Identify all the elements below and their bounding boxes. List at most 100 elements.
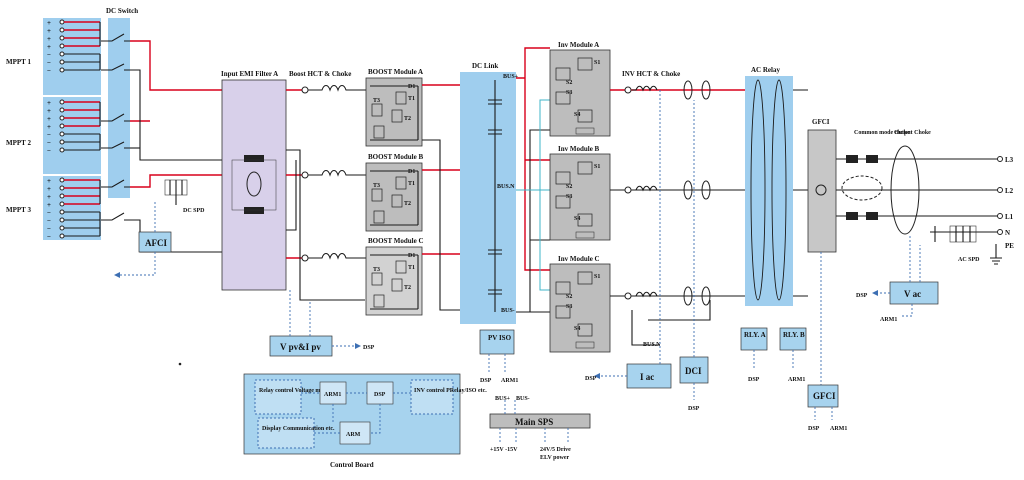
vac-arm1: ARM1 <box>880 317 897 323</box>
iac-box <box>626 363 672 389</box>
pv-iso-box <box>479 329 515 355</box>
dci-label: DCI <box>685 366 702 376</box>
hct-sensor <box>301 86 309 94</box>
dc-link-capacitors <box>488 99 502 295</box>
t1-label: T1 <box>408 181 415 187</box>
inv-hct-sensor <box>624 86 632 94</box>
sps-bus-plus: BUS+ <box>495 396 511 402</box>
minus-terminal-label: − <box>47 131 51 139</box>
dc-link-highlight <box>460 72 516 324</box>
t1-label: T1 <box>408 265 415 271</box>
boost-module-a: BOOST Module A <box>365 68 423 147</box>
cb-display-label: Display Communication etc. <box>262 426 335 432</box>
cb-arm1-label: ARM1 <box>324 392 341 398</box>
minus-terminal-label: − <box>47 67 51 75</box>
inv-switch <box>555 281 571 295</box>
plus-terminal-label: + <box>47 201 51 209</box>
gfci-dsp: DSP <box>808 426 820 432</box>
inv-switch <box>577 161 593 175</box>
input-terminal <box>59 99 65 105</box>
s2-label: S2 <box>566 184 572 190</box>
transistor-t2 <box>391 194 403 208</box>
cb-arm-label: ARM <box>346 432 361 438</box>
plus-terminal-label: + <box>47 27 51 35</box>
s1-label: S1 <box>594 60 600 66</box>
transistor-t1 <box>395 176 407 190</box>
transistor-t1 <box>395 260 407 274</box>
inv-switch <box>577 57 593 71</box>
dci-box <box>679 356 709 384</box>
plus-terminal-label: + <box>47 177 51 185</box>
input-terminal <box>59 51 65 57</box>
plus-terminal-label: + <box>47 99 51 107</box>
input-terminal <box>59 201 65 207</box>
s4-label: S4 <box>574 216 580 222</box>
dc-link-label: DC Link <box>472 62 498 70</box>
transistor-bottom <box>373 294 385 308</box>
l1-label: L1 <box>1005 213 1014 221</box>
s4-label: S4 <box>574 112 580 118</box>
inv-ntc <box>575 127 595 135</box>
s1-label: S1 <box>594 274 600 280</box>
boost-chokes <box>301 84 366 262</box>
s2-label: S2 <box>566 80 572 86</box>
input-terminal <box>59 123 65 129</box>
iac-dsp: DSP <box>585 376 597 382</box>
transistor-t3 <box>371 272 383 286</box>
inv-switch <box>577 323 593 337</box>
output-choke-label: Output Choke <box>894 130 931 136</box>
inv-module-c: Inv Module C <box>549 255 611 353</box>
iac-label: I ac <box>640 372 654 382</box>
inv-switch <box>577 213 593 227</box>
t3-label: T3 <box>373 98 380 104</box>
output-choke <box>890 145 920 235</box>
d1-label: D1 <box>408 253 415 259</box>
minus-terminal-label: − <box>47 217 51 225</box>
pv-inputs: MPPT 1 MPPT 2 MPPT 3 <box>6 18 101 240</box>
t2-label: T2 <box>404 116 411 122</box>
boost-c-label: BOOST Module C <box>368 237 424 245</box>
transistor-bottom <box>373 125 385 139</box>
switch-contact <box>101 141 130 149</box>
input-terminal <box>59 19 65 25</box>
mppt2-label: MPPT 2 <box>6 139 31 147</box>
main-sps-box <box>489 413 591 429</box>
transistor-t2 <box>391 278 403 292</box>
dc-spd: DC SPD <box>164 179 205 214</box>
plus-terminal-label: + <box>47 193 51 201</box>
current-sensor <box>701 180 711 200</box>
mppt3-label: MPPT 3 <box>6 206 31 214</box>
plus-terminal-label: + <box>47 43 51 51</box>
pv-iso-arm1: ARM1 <box>501 378 518 384</box>
inv-a-label: Inv Module A <box>558 41 599 49</box>
dc-capacitor <box>488 99 502 105</box>
inv-switch <box>555 305 571 319</box>
plus-terminal-label: + <box>47 115 51 123</box>
dc-switches <box>101 33 130 221</box>
switch-contact <box>101 33 130 42</box>
plus-terminal-label: + <box>47 19 51 27</box>
gfci-top-label: GFCI <box>812 118 830 126</box>
input-terminal <box>59 35 65 41</box>
t1-label: T1 <box>408 96 415 102</box>
minus-terminal-label: − <box>47 139 51 147</box>
cb-inv-label: INV control PRelay/ISO etc. <box>414 388 487 394</box>
ac-spd-label: AC SPD <box>958 257 980 263</box>
boost-module-b: BOOST Module B <box>365 153 423 232</box>
s3-label: S3 <box>566 304 572 310</box>
inv-hct-sensor <box>624 292 632 300</box>
rly-b-arm1: ARM1 <box>788 377 805 383</box>
sps-out2: 24V/5 Drive <box>540 447 571 453</box>
switch-contact <box>101 179 130 188</box>
boost-inductor <box>308 84 366 92</box>
gfci-box-label: GFCI <box>813 391 836 401</box>
input-terminal <box>59 225 65 231</box>
inv-ntc <box>575 341 595 349</box>
emi-filter-box <box>221 79 287 291</box>
plus-terminal-label: + <box>47 107 51 115</box>
bus-minus-label: BUS- <box>501 308 515 314</box>
l2-label: L2 <box>1005 187 1014 195</box>
plus-terminal-label: + <box>47 123 51 131</box>
